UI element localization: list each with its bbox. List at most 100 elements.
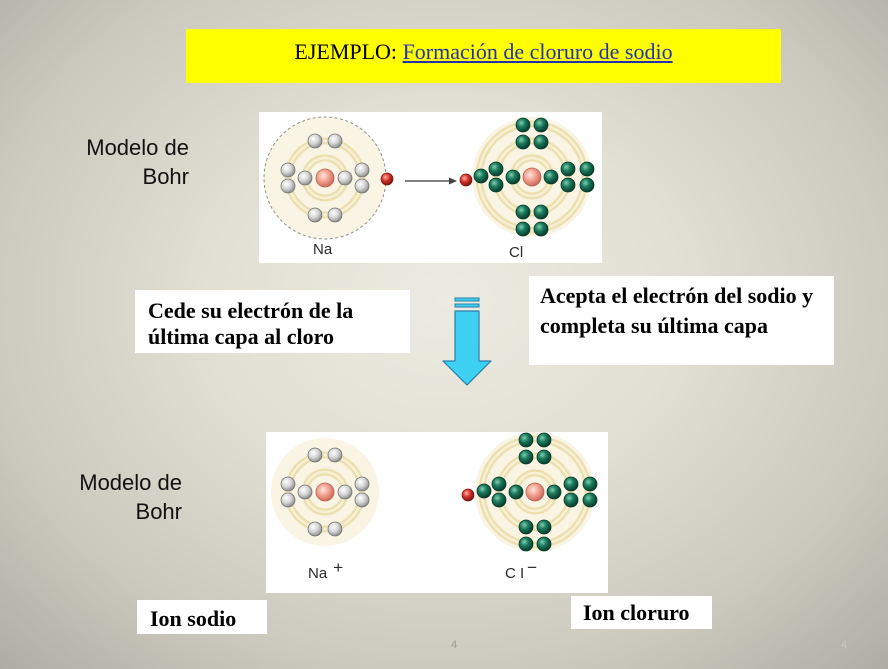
transferred-electron [461,488,475,502]
electron [327,447,343,463]
bohr-diagram-before: Na Cl [259,112,602,263]
electron [579,177,595,193]
sodium-atom [263,116,394,240]
note-right-line2: completa su última capa [540,313,768,338]
caption-sodium-ion: Ion sodio [137,600,267,634]
nucleus [315,482,335,502]
sodium-ion [271,438,379,546]
electron [488,177,504,193]
chloride-ion-label: C I− [505,559,537,583]
electron [297,484,313,500]
electron [327,521,343,537]
electron [563,492,579,508]
electron [473,168,489,184]
bohr-model-label-top: Modelo de Bohr [60,133,189,191]
electron [327,207,343,223]
caption-chloride-ion: Ion cloruro [571,596,712,629]
electron [307,207,323,223]
note-left-line2: última capa al cloro [148,324,334,349]
electron [307,521,323,537]
bohr-diagram-after: Na + C I− [266,432,608,593]
electron [491,476,507,492]
electron-shell-highlight [497,454,573,530]
title-banner: EJEMPLO: Formación de cloruro de sodio [186,29,781,83]
electron-shell-highlight [286,139,364,217]
transferred-electron [459,173,473,187]
electron [354,492,370,508]
page-number-corner: 4 [841,639,848,651]
transferred-electron [380,172,394,186]
electron [476,483,492,499]
electron-shell-highlight [286,453,364,531]
electron [546,484,562,500]
electron [280,178,296,194]
sodium-ion-charge: + [333,558,344,577]
chloride-ion-charge: − [527,558,538,577]
electron [337,170,353,186]
electron [505,169,521,185]
electron [354,476,370,492]
electron [582,476,598,492]
electron [354,178,370,194]
nucleus [315,168,335,188]
note-right-line1: Acepta el electrón del sodio y [540,283,814,308]
electron [536,519,552,535]
sodium-ion-symbol: Na [308,565,328,582]
transfer-arrow-head [449,177,457,185]
bohr-model-label-bottom-line2: Bohr [135,499,182,524]
electron [533,117,549,133]
bohr-model-label-top-line2: Bohr [142,164,189,189]
arrow-stripe [454,303,480,308]
arrow-stripe [454,297,480,302]
down-arrow-icon [442,297,492,386]
sodium-label: Na [313,241,333,258]
chloride-ion-symbol: C I [505,565,525,582]
bohr-model-label-top-line1: Modelo de [86,135,189,160]
note-left-line1: Cede su electrón de la [148,298,354,323]
electron [563,476,579,492]
electron [515,204,531,220]
electron-shell-highlight [494,139,570,215]
bohr-diagram-after-art [271,432,598,552]
electron [518,536,534,552]
electron [518,432,534,448]
page-number: 4 [451,639,458,651]
electron [515,221,531,237]
electron [536,449,552,465]
electron [533,221,549,237]
nucleus [525,482,545,502]
note-sodium-gives-electron: Cede su electrón de la última capa al cl… [135,290,410,353]
note-chlorine-accepts-electron: Acepta el electrón del sodio y completa … [529,276,834,365]
electron [337,484,353,500]
chlorine-atom [459,117,595,237]
electron [354,162,370,178]
electron [518,449,534,465]
electron [307,133,323,149]
electron [327,133,343,149]
electron [533,134,549,150]
electron [533,204,549,220]
bohr-model-label-bottom-line1: Modelo de [79,470,182,495]
electron [560,177,576,193]
electron [543,169,559,185]
chloride-ion [461,432,598,552]
arrow-body [442,310,492,386]
electron [582,492,598,508]
electron [280,476,296,492]
electron [307,447,323,463]
electron [491,492,507,508]
bohr-diagram-before-art [263,116,595,240]
electron [518,519,534,535]
title-link[interactable]: Formación de cloruro de sodio [402,39,673,64]
electron [280,162,296,178]
electron [508,484,524,500]
transfer-arrow [405,177,457,185]
chlorine-label: Cl [509,244,524,261]
electron [488,161,504,177]
electron [536,432,552,448]
nucleus [522,167,542,187]
electron [297,170,313,186]
electron [579,161,595,177]
title-prefix: EJEMPLO: [294,39,403,64]
